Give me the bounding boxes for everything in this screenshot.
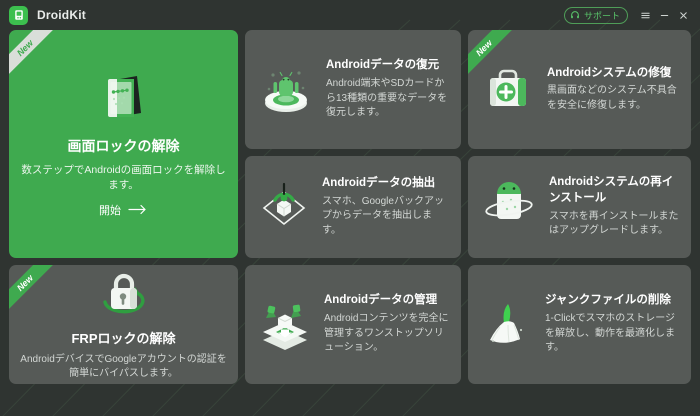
close-icon[interactable] bbox=[675, 7, 692, 24]
card-title: Androidシステムの修復 bbox=[547, 66, 672, 79]
start-button[interactable]: 開始 bbox=[99, 202, 148, 218]
card-description: 黒画面などのシステム不具合を安全に修復します。 bbox=[547, 85, 677, 111]
hamburger-menu-icon[interactable] bbox=[637, 7, 654, 24]
support-button-label: サポート bbox=[583, 10, 620, 21]
card-android-data-management[interactable]: Androidデータの管理 Androidコンテンツを完全に管理するワンストップ… bbox=[245, 265, 461, 384]
new-badge-ribbon: New bbox=[9, 30, 61, 82]
card-title: 画面ロックの解除 bbox=[67, 138, 180, 155]
card-text: Androidデータの抽出 スマホ、Googleバックアップからデータを抽出しま… bbox=[322, 176, 449, 238]
card-text: ジャンクファイルの削除 1-Clickでスマホのストレージを解放し、動作を最適化… bbox=[545, 293, 679, 355]
card-text: Androidデータの復元 Android端末やSDカードから13種類の重要なデ… bbox=[326, 58, 449, 120]
card-description: スマホを再インストールまたはアップグレードします。 bbox=[549, 210, 679, 237]
headset-support-icon bbox=[570, 10, 580, 20]
card-title: Androidデータの抽出 bbox=[322, 176, 436, 189]
card-android-system-repair[interactable]: New Androidシステムの修復 黒画面などのシステム不具合を安全に修復しま… bbox=[468, 30, 691, 149]
data-extract-cube-icon bbox=[255, 178, 313, 236]
card-junk-file-cleanup[interactable]: ジャンクファイルの削除 1-Clickでスマホのストレージを解放し、動作を最適化… bbox=[468, 265, 691, 384]
card-android-data-extraction[interactable]: Androidデータの抽出 スマホ、Googleバックアップからデータを抽出しま… bbox=[245, 156, 461, 258]
card-title: FRPロックの解除 bbox=[71, 330, 176, 346]
android-reinstall-icon bbox=[478, 178, 540, 236]
app-title: DroidKit bbox=[37, 8, 86, 22]
padlock-bypass-icon bbox=[89, 266, 159, 324]
card-title: Androidデータの管理 bbox=[324, 294, 438, 307]
card-text: Androidデータの管理 Androidコンテンツを完全に管理するワンストップ… bbox=[324, 293, 449, 355]
card-description: スマホ、Googleバックアップからデータを抽出します。 bbox=[322, 195, 444, 236]
start-button-label: 開始 bbox=[99, 204, 121, 217]
android-data-recovery-icon bbox=[255, 59, 317, 121]
card-description: Androidコンテンツを完全に管理するワンストップソリューション。 bbox=[324, 313, 449, 353]
broom-cleaner-icon bbox=[478, 296, 536, 354]
card-description: 数ステップでAndroidの画面ロックを解除します。 bbox=[21, 164, 226, 191]
arrow-right-icon bbox=[128, 204, 148, 215]
new-badge-ribbon: New bbox=[9, 265, 61, 317]
card-android-data-recovery[interactable]: Androidデータの復元 Android端末やSDカードから13種類の重要なデ… bbox=[245, 30, 461, 149]
card-title: Androidシステムの再インストール bbox=[549, 176, 674, 204]
card-text: Androidシステムの再インストール スマホを再インストールまたはアップグレー… bbox=[549, 175, 679, 238]
support-button[interactable]: サポート bbox=[563, 6, 628, 24]
card-description: 1-Clickでスマホのストレージを解放し、動作を最適化します。 bbox=[545, 313, 676, 353]
card-title: ジャンクファイルの削除 bbox=[545, 294, 671, 307]
new-badge-label: New bbox=[9, 265, 58, 316]
new-badge-label: New bbox=[9, 30, 58, 81]
minimize-icon[interactable] bbox=[656, 7, 673, 24]
card-description: AndroidデバイスでGoogleアカウントの認証を簡単にバイパスします。 bbox=[20, 353, 227, 380]
card-description: Android端末やSDカードから13種類の重要なデータを復元します。 bbox=[326, 78, 448, 118]
window-controls bbox=[637, 7, 692, 24]
title-bar: DroidKit サポート bbox=[0, 0, 700, 30]
feature-grid: New 画面ロックの解除 数ステップでAndroidの bbox=[0, 30, 700, 392]
card-title: Androidデータの復元 bbox=[326, 59, 440, 72]
first-aid-toolbox-icon bbox=[478, 60, 538, 120]
screen-lock-icon bbox=[92, 66, 156, 130]
droidkit-logo-icon bbox=[9, 5, 28, 25]
data-manage-layers-icon bbox=[255, 296, 315, 354]
card-frp-lock-removal[interactable]: New FRPロックの解除 AndroidデバイスでGoogleアカウントの認証… bbox=[9, 265, 238, 384]
card-text: Androidシステムの修復 黒画面などのシステム不具合を安全に修復します。 bbox=[547, 66, 679, 114]
card-screen-lock-removal[interactable]: New 画面ロックの解除 数ステップでAndroidの bbox=[9, 30, 238, 258]
card-android-system-reinstall[interactable]: Androidシステムの再インストール スマホを再インストールまたはアップグレー… bbox=[468, 156, 691, 258]
